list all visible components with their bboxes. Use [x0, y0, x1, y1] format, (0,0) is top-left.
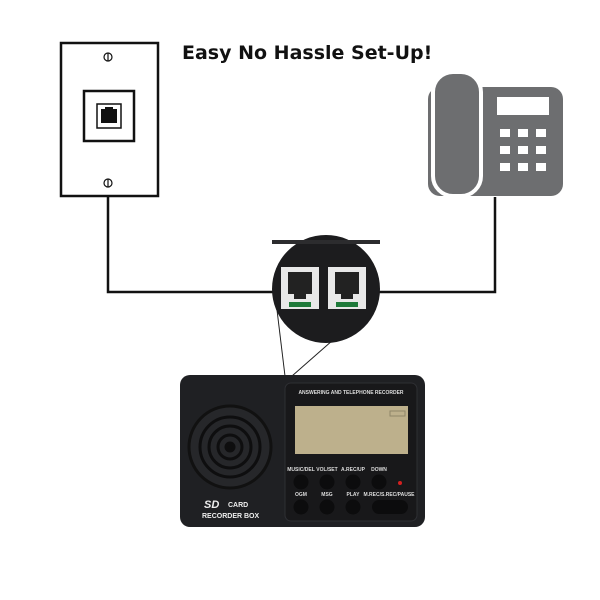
label-a-rec-up: A.REC/UP — [341, 467, 366, 473]
label-music-del: MUSIC/DEL — [287, 467, 315, 473]
phone-wires — [106, 196, 497, 294]
label-ogm: OGM — [295, 492, 307, 498]
play-button[interactable] — [345, 499, 361, 515]
label-vol-set: VOL/SET — [316, 467, 337, 473]
callout-lines — [276, 309, 334, 377]
ogm-button[interactable] — [293, 499, 309, 515]
speaker-grille-icon — [187, 404, 273, 490]
msg-button[interactable] — [319, 499, 335, 515]
led-indicator — [398, 481, 402, 485]
down-button[interactable] — [371, 474, 387, 490]
device-header: ANSWERING AND TELEPHONE RECORDER — [298, 390, 403, 396]
brand-card: CARD — [228, 502, 248, 509]
music-del-button[interactable] — [293, 474, 309, 490]
diagram-title: Easy No Hassle Set-Up! — [182, 42, 432, 64]
a-rec-up-button[interactable] — [345, 474, 361, 490]
label-play: PLAY — [347, 492, 361, 498]
vol-set-button[interactable] — [319, 474, 335, 490]
wall-jack-icon — [59, 41, 160, 198]
sd-logo: SD — [204, 499, 219, 511]
lcd-screen — [295, 406, 408, 454]
desk-phone-icon — [428, 70, 563, 198]
label-msg: MSG — [321, 492, 333, 498]
label-down: DOWN — [371, 467, 387, 473]
label-m-rec: M.REC/S.REC/PAUSE — [363, 492, 415, 498]
recorder-device: ANSWERING AND TELEPHONE RECORDER MUSIC/D… — [180, 375, 425, 527]
rj11-ports-icon — [272, 235, 380, 343]
m-rec-pause-button[interactable] — [372, 500, 408, 514]
brand-recorder-box: RECORDER BOX — [202, 513, 260, 520]
